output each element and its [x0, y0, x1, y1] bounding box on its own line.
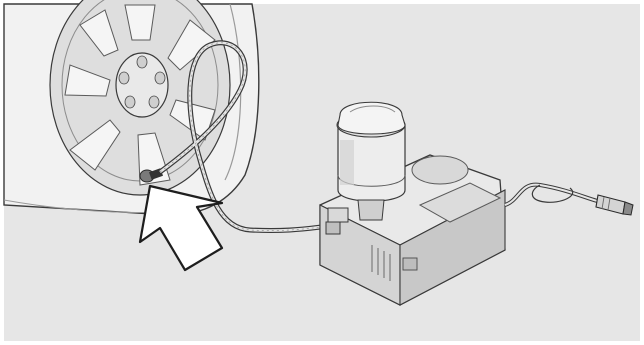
power-switch: [403, 258, 417, 270]
bottle-cap: [338, 102, 405, 134]
bottle-holder-recess: [412, 156, 468, 184]
bottle-neck: [358, 200, 384, 220]
wheel: [4, 0, 259, 215]
